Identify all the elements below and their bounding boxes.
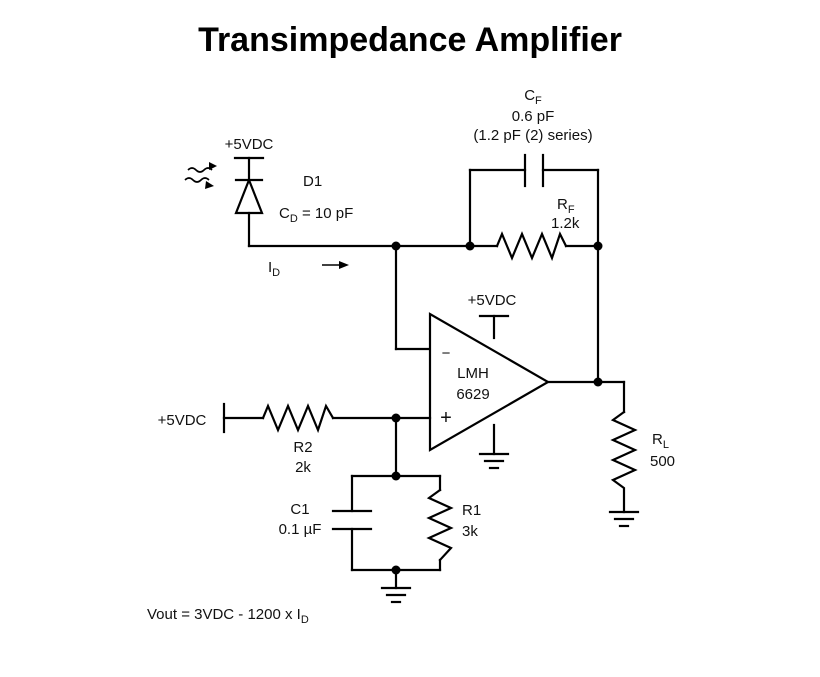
junction-dot <box>391 413 401 423</box>
ground-icon <box>478 423 510 470</box>
d1-label: D1 <box>303 173 322 190</box>
bias-supply-terminal <box>222 402 265 434</box>
rf-label: RF <box>557 196 575 216</box>
resistor-rl <box>610 410 638 514</box>
cf-value: 0.6 pF <box>512 108 555 125</box>
output-wires <box>546 380 626 414</box>
input-node-wires <box>247 168 600 384</box>
junction-dot <box>391 471 401 481</box>
junction-dot <box>593 377 603 387</box>
opamp-label-line1: LMH <box>457 365 489 382</box>
junction-dot <box>391 565 401 575</box>
noninverting-node-wires <box>331 416 442 590</box>
junction-dot <box>391 241 401 251</box>
rf-value: 1.2k <box>551 215 580 232</box>
cd-label: CD = 10 pF <box>279 205 353 225</box>
resistor-r1 <box>426 488 454 562</box>
current-arrow-icon <box>322 261 349 269</box>
resistor-r2 <box>261 403 335 434</box>
light-arrows-icon <box>184 162 217 189</box>
cf-label: CF <box>524 87 542 107</box>
id-label: ID <box>268 259 280 279</box>
c1-value: 0.1 µF <box>279 521 322 538</box>
ground-icon <box>608 510 640 528</box>
ground-icon <box>380 586 412 604</box>
opamp-supply <box>478 314 510 340</box>
opamp-triangle <box>428 312 551 452</box>
r1-value: 3k <box>462 523 478 540</box>
capacitor-cf <box>523 153 545 188</box>
r1-label: R1 <box>462 502 481 519</box>
opamp-label-line2: 6629 <box>456 386 489 403</box>
resistor-rf <box>495 231 568 262</box>
cf-note: (1.2 pF (2) series) <box>473 127 592 144</box>
bias-supply-label: +5VDC <box>158 412 207 429</box>
rl-value: 500 <box>650 453 675 470</box>
r2-label: R2 <box>293 439 312 456</box>
inverting-input-sign: − <box>442 345 451 362</box>
capacitor-c1 <box>331 509 373 531</box>
opamp-supply-label: +5VDC <box>468 292 517 309</box>
junction-dot <box>465 241 475 251</box>
noninverting-input-sign: + <box>440 407 452 429</box>
d1-supply-label: +5VDC <box>225 136 274 153</box>
rl-label: RL <box>652 431 669 451</box>
junction-dot <box>593 241 603 251</box>
photodiode-d1 <box>233 156 265 248</box>
output-formula: Vout = 3VDC - 1200 x ID <box>147 606 309 626</box>
r2-value: 2k <box>295 459 311 476</box>
page-title: Transimpedance Amplifier <box>198 21 622 59</box>
c1-label: C1 <box>290 501 309 518</box>
